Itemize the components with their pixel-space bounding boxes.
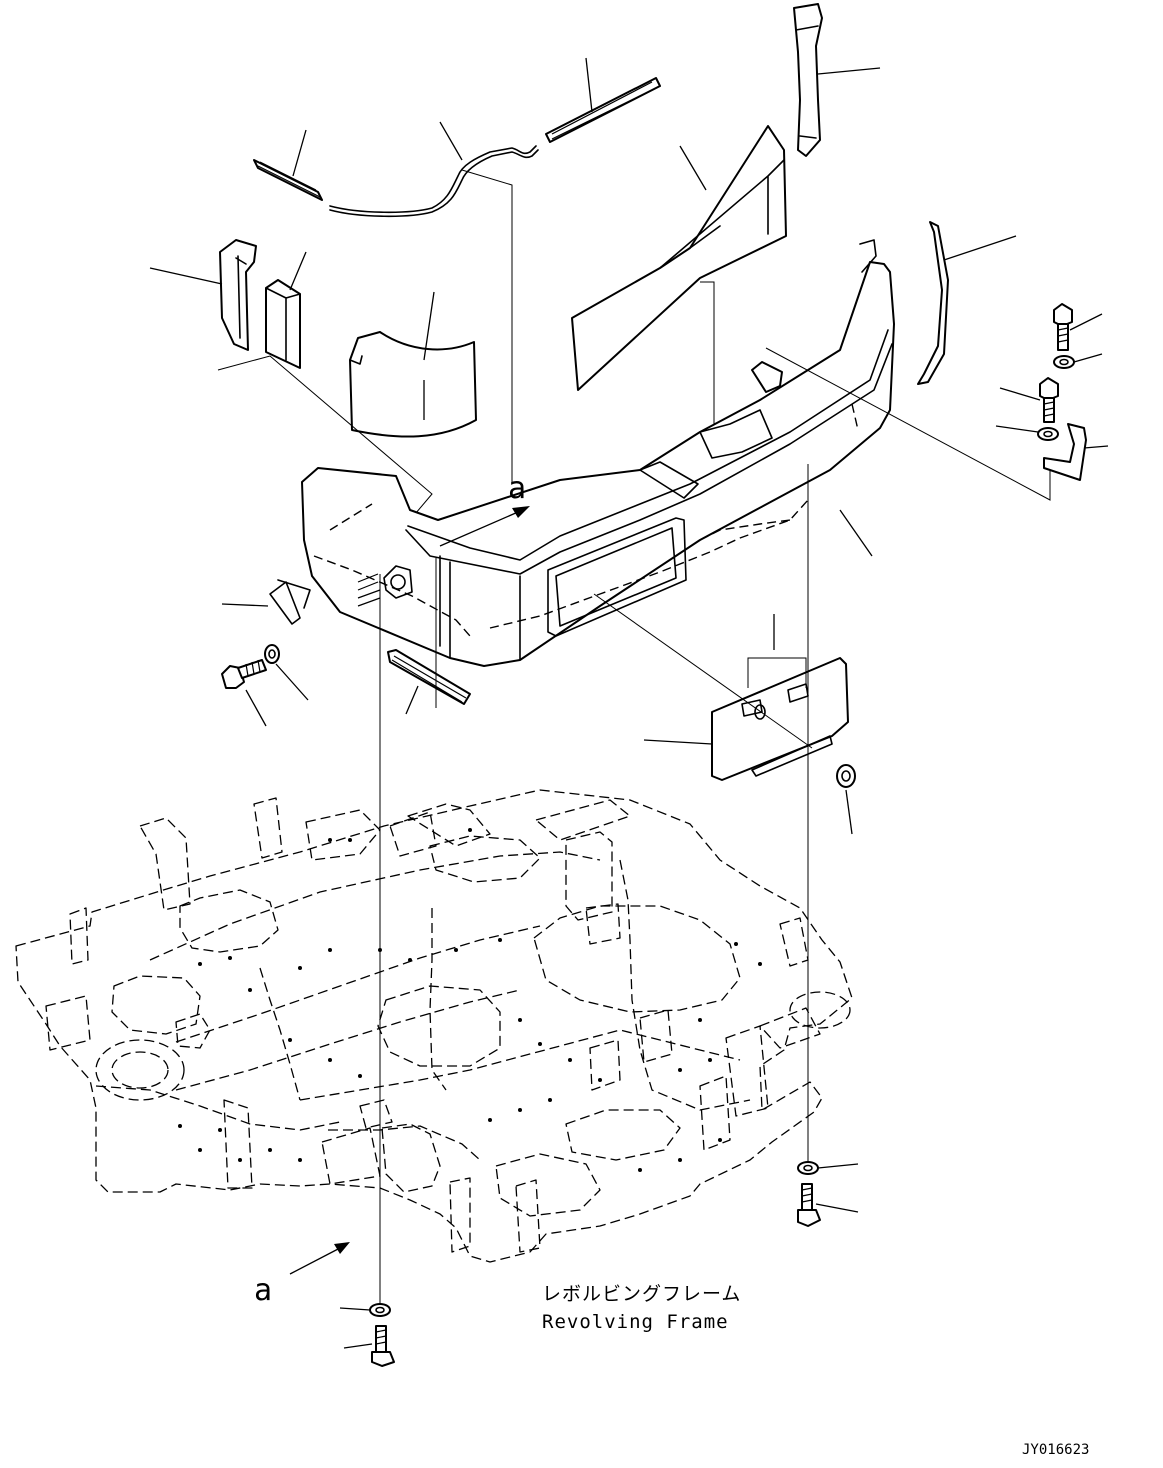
mount-bracket-right <box>751 347 1051 501</box>
seal-strip-bottom <box>387 649 471 715</box>
view-arrow-top-label: a <box>508 471 526 506</box>
drawing-number: JY016623 <box>1022 1442 1089 1458</box>
cable-wire <box>329 121 539 484</box>
washer-mid-right <box>995 425 1059 441</box>
bolt-lower-left <box>343 1325 395 1367</box>
seal-strip-center <box>545 57 661 143</box>
pad-curved <box>349 291 477 438</box>
bolt-left <box>221 659 267 727</box>
frame-label-jp: レボルビングフレーム <box>542 1283 741 1305</box>
washer-upper-right <box>1053 353 1103 369</box>
washer-lower-left <box>339 1303 391 1317</box>
pad-block <box>265 251 307 369</box>
washer-lower-right <box>797 1161 859 1175</box>
bolt-mid-right <box>999 377 1059 423</box>
view-arrow-bottom: a <box>254 1242 350 1308</box>
insulation-pad-large <box>571 125 787 426</box>
view-arrow-top: a <box>439 471 530 547</box>
bracket-clip-right <box>1043 423 1109 481</box>
side-cover-left <box>149 239 257 351</box>
counterweight-body <box>301 239 895 667</box>
bolt-lower-right <box>797 1183 859 1227</box>
corner-trim-bracket <box>793 3 881 157</box>
side-trim-right <box>917 221 1017 385</box>
view-arrow-bottom-label: a <box>254 1273 272 1308</box>
u-clip-left <box>221 579 311 625</box>
plate-cover <box>593 593 849 781</box>
bolt-upper-right <box>1053 303 1103 351</box>
revolving-frame <box>15 789 853 1263</box>
washer-left <box>264 644 309 701</box>
grommet <box>836 764 856 835</box>
seal-strip-left <box>253 129 323 201</box>
frame-label-en: Revolving Frame <box>542 1311 729 1333</box>
